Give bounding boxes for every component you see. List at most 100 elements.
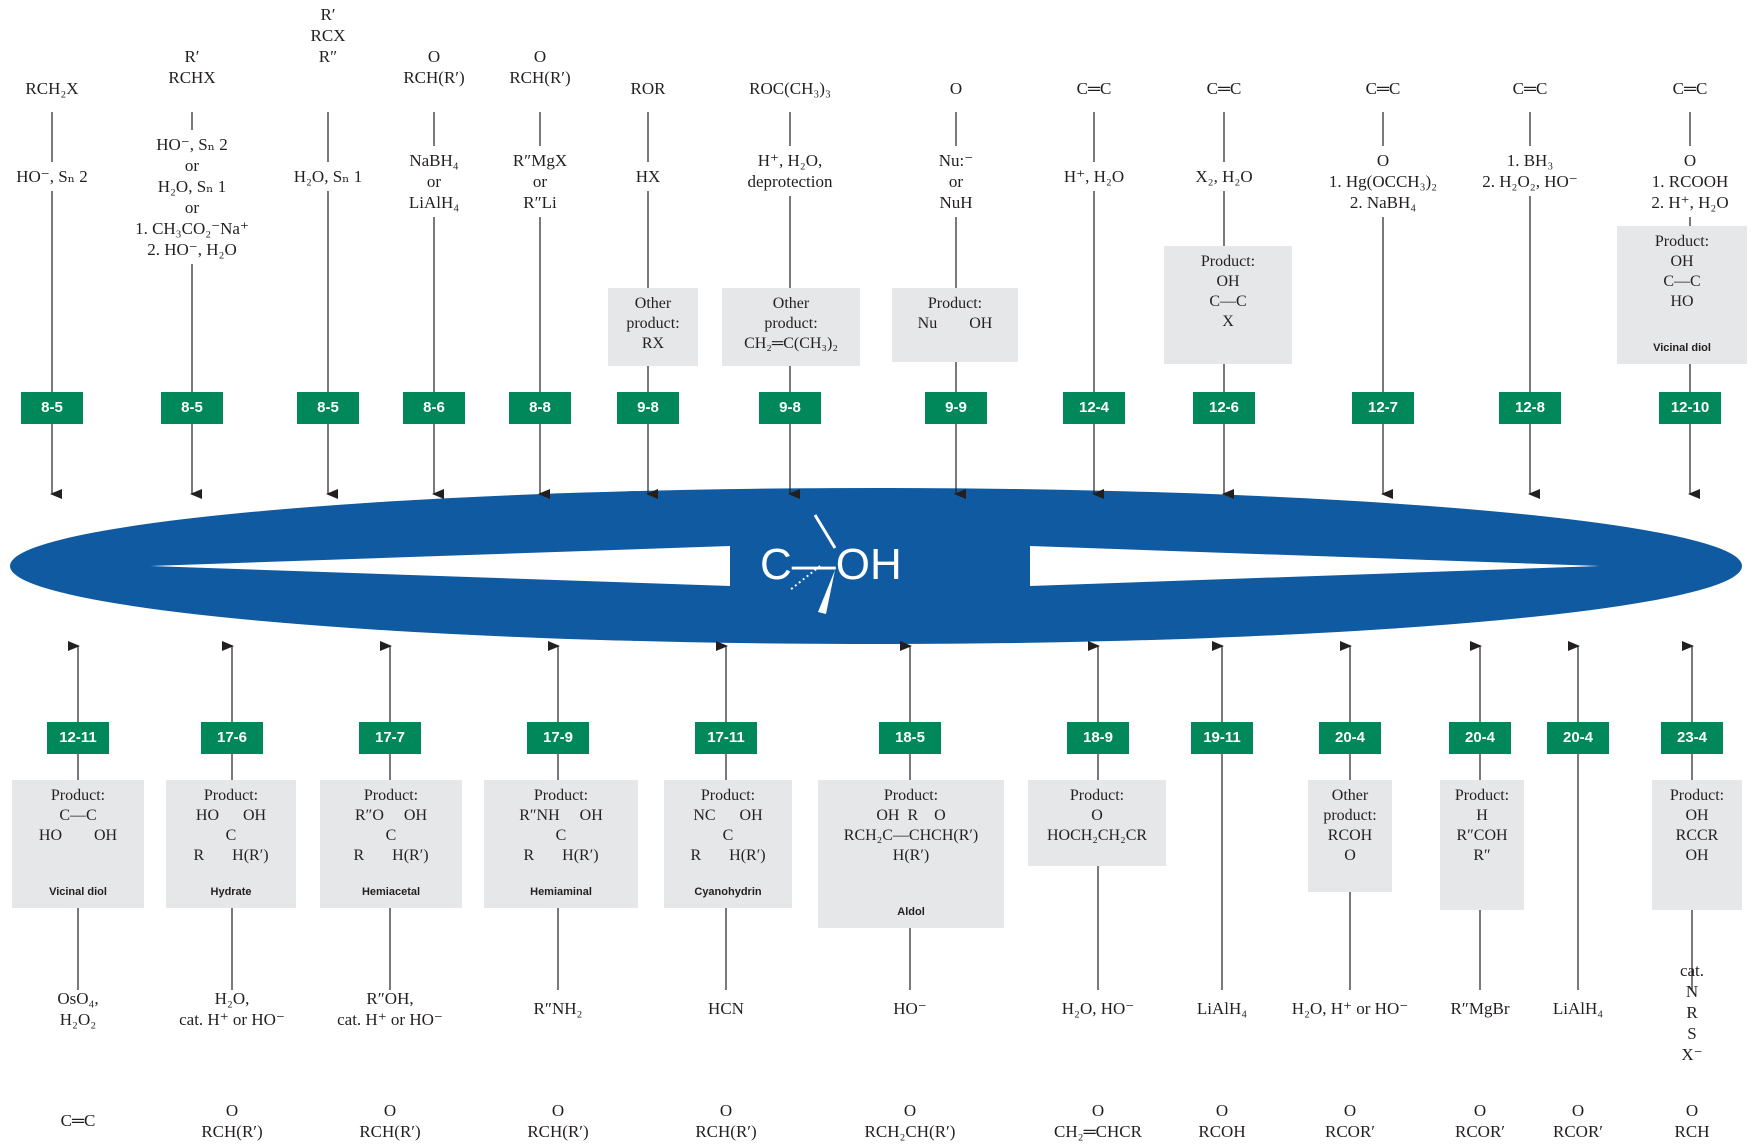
conditions-12-6-line: X₂, H₂O: [1195, 167, 1253, 186]
tag-18-9[interactable]: 18-9: [1067, 722, 1129, 754]
center-alcohol-label: C—OH: [760, 540, 902, 589]
tag-8-5a[interactable]: 8-5: [21, 392, 83, 424]
reagents-17-6: H₂O,cat. H⁺ or HO⁻: [162, 988, 302, 1030]
conditions-9-9-line: or: [948, 172, 964, 191]
tag-18-5[interactable]: 18-5: [879, 722, 941, 754]
reactant-8-6-line: O: [427, 47, 441, 66]
conditions-8-6-line: or: [426, 172, 442, 191]
product-box-9-8a-text: Other: [634, 295, 672, 312]
conditions-12-7-line: 1. Hg(OCCH₃)₂: [1328, 172, 1438, 191]
product-box-17-6-text: HO OH: [195, 807, 267, 824]
conditions-9-9-line: NuH: [939, 193, 973, 212]
ellipse-highlight-left: [150, 546, 730, 586]
conditions-8-5a: HO⁻, Sₙ 2: [0, 166, 122, 187]
tag-17-7[interactable]: 17-7: [359, 722, 421, 754]
tag-20-4a[interactable]: 20-4: [1319, 722, 1381, 754]
reactant-12-10: C═C: [1620, 78, 1752, 99]
conditions-9-9-line: Nu:⁻: [938, 151, 974, 170]
tag-17-11[interactable]: 17-11: [695, 722, 757, 754]
tag-9-8a[interactable]: 9-8: [617, 392, 679, 424]
product-box-17-11-text: C: [722, 827, 734, 844]
tag-19-11[interactable]: 19-11: [1191, 722, 1253, 754]
tag-12-8[interactable]: 12-8: [1499, 392, 1561, 424]
reagents-17-6-line: cat. H⁺ or HO⁻: [179, 1010, 285, 1029]
conditions-8-5b-line: 2. HO⁻, H₂O: [147, 240, 237, 259]
product-box-23-4-text: OH: [1685, 847, 1709, 864]
conditions-8-6-line: LiAlH₄: [408, 193, 460, 212]
start-20-4a-line: RCOR′: [1324, 1122, 1375, 1141]
tag-9-9[interactable]: 9-9: [925, 392, 987, 424]
reagents-20-4b: R″MgBr: [1410, 998, 1550, 1019]
reactant-9-8a-line: ROR: [630, 79, 666, 98]
reactant-12-10-line: C═C: [1672, 79, 1708, 98]
reagents-19-11: LiAlH₄: [1152, 998, 1292, 1019]
product-box-18-9-text: HOCH₂CH₂CR: [1046, 827, 1148, 844]
conditions-12-7-line: 2. NaBH₄: [1349, 193, 1417, 212]
start-17-11-line: O: [719, 1101, 733, 1120]
tag-8-6[interactable]: 8-6: [403, 392, 465, 424]
reagents-17-7-line: R″OH,: [366, 989, 414, 1008]
reagents-20-4a-line: H₂O, H⁺ or HO⁻: [1291, 999, 1409, 1018]
product-box-23-4-text: Product:: [1669, 787, 1725, 804]
tag-8-8[interactable]: 8-8: [509, 392, 571, 424]
product-box-17-9-text: R H(R′): [523, 847, 599, 864]
product-box-12-6-text: Product:: [1200, 253, 1256, 270]
start-18-9-line: CH₂═CHCR: [1054, 1122, 1142, 1141]
conditions-9-8a-line: HX: [635, 167, 661, 186]
reactant-9-8b: ROC(CH₃)₃: [720, 78, 860, 99]
conditions-12-10-line: O: [1683, 151, 1697, 170]
reagents-18-5-line: HO⁻: [893, 999, 927, 1018]
product-box-17-9-caption: Hemiaminal: [530, 886, 592, 898]
tag-12-7[interactable]: 12-7: [1352, 392, 1414, 424]
conditions-8-8-line: or: [532, 172, 548, 191]
reactant-12-8-line: C═C: [1512, 79, 1548, 98]
reagents-12-11-line: OsO₄,: [57, 989, 99, 1008]
reactant-8-5a-line: RCH₂X: [25, 79, 79, 98]
start-18-5-line: RCH₂CH(R′): [864, 1122, 956, 1141]
tag-12-4[interactable]: 12-4: [1063, 392, 1125, 424]
product-box-18-5-caption: Aldol: [897, 906, 925, 918]
tag-12-11[interactable]: 12-11: [47, 722, 109, 754]
tag-17-6[interactable]: 17-6: [201, 722, 263, 754]
tag-12-10[interactable]: 12-10: [1659, 392, 1721, 424]
reagents-18-9-line: H₂O, HO⁻: [1061, 999, 1135, 1018]
tag-8-5c[interactable]: 8-5: [297, 392, 359, 424]
tag-23-4[interactable]: 23-4: [1661, 722, 1723, 754]
product-box-9-8b-text: CH₂═C(CH₃)₂: [744, 335, 838, 352]
conditions-12-4: H⁺, H₂O: [1024, 166, 1164, 187]
tag-20-4b[interactable]: 20-4: [1449, 722, 1511, 754]
reagents-17-11: HCN: [656, 998, 796, 1019]
product-box-12-11-text: HO OH: [38, 827, 118, 844]
tag-20-4c[interactable]: 20-4: [1547, 722, 1609, 754]
start-18-9-line: O: [1091, 1101, 1105, 1120]
reactant-8-8-line: O: [533, 47, 547, 66]
conditions-8-5a-line: HO⁻, Sₙ 2: [16, 167, 88, 186]
tag-12-6[interactable]: 12-6: [1193, 392, 1255, 424]
reactant-12-4: C═C: [1024, 78, 1164, 99]
tag-17-9[interactable]: 17-9: [527, 722, 589, 754]
tag-9-8b[interactable]: 9-8: [759, 392, 821, 424]
reagents-23-4-line: S: [1687, 1024, 1697, 1043]
conditions-8-5b-line: H₂O, Sₙ 1: [157, 177, 227, 196]
product-box-9-9: Product:Nu OH: [892, 288, 1018, 362]
reactant-8-5c-line: RCX: [310, 26, 346, 45]
product-box-17-11-text: R H(R′): [690, 847, 766, 864]
product-box-20-4a-text: RCOH: [1327, 827, 1373, 844]
conditions-8-5b-line: HO⁻, Sₙ 2: [156, 135, 228, 154]
tag-8-5b[interactable]: 8-5: [161, 392, 223, 424]
